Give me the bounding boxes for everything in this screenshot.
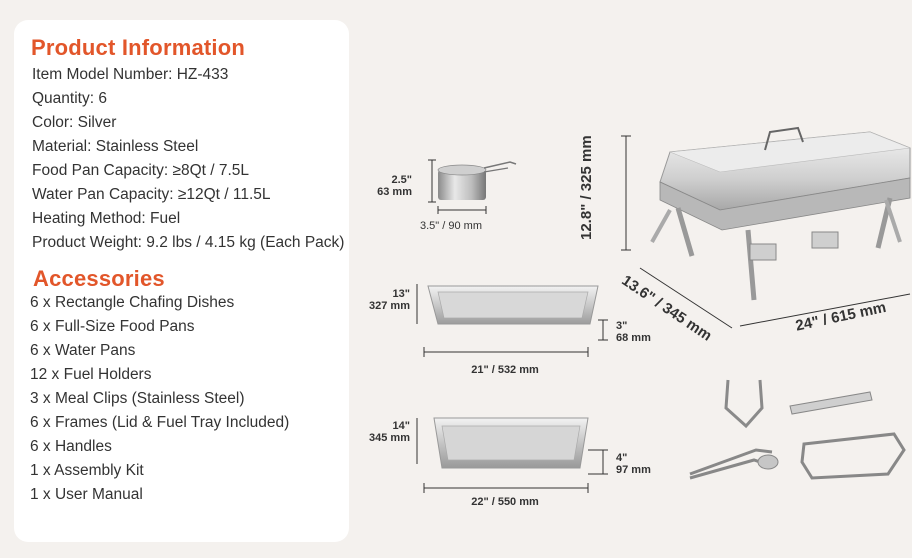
info-material: Material: Stainless Steel bbox=[32, 138, 199, 155]
info-color: Color: Silver bbox=[32, 114, 117, 131]
accessory-item: 1 x User Manual bbox=[30, 486, 143, 503]
accessories-heading: Accessories bbox=[33, 266, 165, 291]
fuel-holder-illustration bbox=[428, 159, 517, 214]
food-pan-illustration bbox=[416, 284, 608, 357]
product-info-heading: Product Information bbox=[31, 35, 246, 60]
accessory-item: 12 x Fuel Holders bbox=[30, 366, 152, 383]
product-info-card: Product Information Item Model Number: H… bbox=[14, 20, 349, 542]
accessory-item: 6 x Handles bbox=[30, 438, 112, 455]
water-pan-height-label: 4" 97 mm bbox=[616, 452, 651, 476]
info-weight: Product Weight: 9.2 lbs / 4.15 kg (Each … bbox=[32, 234, 345, 251]
accessory-item: 1 x Assembly Kit bbox=[30, 462, 144, 479]
water-pan-width-label: 22" / 550 mm bbox=[471, 496, 539, 508]
water-pan-illustration bbox=[416, 417, 608, 493]
info-model: Item Model Number: HZ-433 bbox=[32, 66, 229, 83]
food-pan-height-label: 3" 68 mm bbox=[616, 320, 651, 344]
info-heating-method: Heating Method: Fuel bbox=[32, 210, 181, 227]
info-water-pan-capacity: Water Pan Capacity: ≥12Qt / 11.5L bbox=[32, 186, 271, 203]
accessory-item: 6 x Frames (Lid & Fuel Tray Included) bbox=[30, 414, 290, 431]
info-food-pan-capacity: Food Pan Capacity: ≥8Qt / 7.5L bbox=[32, 162, 250, 179]
accessory-item: 3 x Meal Clips (Stainless Steel) bbox=[30, 390, 245, 407]
food-pan-width-label: 21" / 532 mm bbox=[471, 364, 539, 376]
accessory-item: 6 x Rectangle Chafing Dishes bbox=[30, 294, 235, 311]
chafer-height-label: 12.8" / 325 mm bbox=[578, 135, 595, 240]
fuel-holder-width-label: 3.5" / 90 mm bbox=[420, 220, 482, 232]
accessory-item: 6 x Full-Size Food Pans bbox=[30, 318, 195, 335]
parts-illustration bbox=[689, 379, 906, 480]
water-pan-depth-label: 14" 345 mm bbox=[369, 420, 410, 444]
info-quantity: Quantity: 6 bbox=[32, 90, 107, 107]
chafing-dish-illustration bbox=[621, 126, 912, 329]
fuel-holder-height-label: 2.5" 63 mm bbox=[377, 174, 412, 198]
food-pan-depth-label: 13" 327 mm bbox=[369, 288, 410, 312]
accessory-item: 6 x Water Pans bbox=[30, 342, 136, 359]
